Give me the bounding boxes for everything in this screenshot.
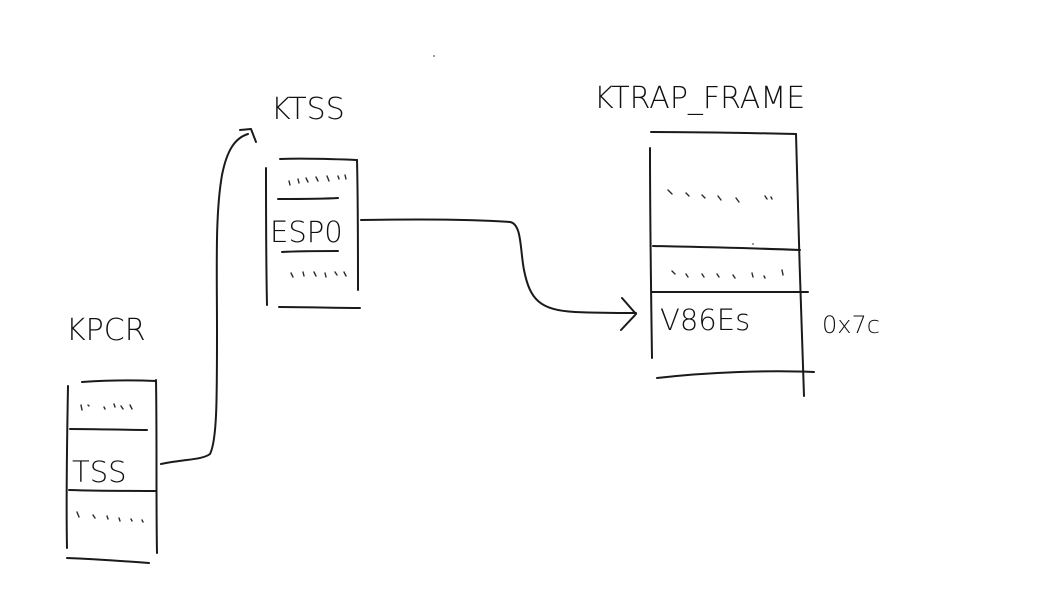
ktss-divider-bottom xyxy=(281,250,339,253)
ktrap-frame-divider-1 xyxy=(652,245,801,251)
ktss-field-esp0: ESP0 xyxy=(270,215,343,249)
connector-ktss-esp0-to-ktrap-frame xyxy=(360,218,637,331)
kpcr-divider-bottom xyxy=(68,489,157,492)
ktss-structure: KTSS ESP0 xyxy=(265,92,361,309)
connector-line-kpcr-to-ktss xyxy=(160,133,249,465)
kpcr-field-tss: TSS xyxy=(72,455,127,489)
ktrap-frame-box-top-edge xyxy=(650,131,797,135)
ktss-filler-marks-top xyxy=(288,174,347,186)
ktss-box-right-edge xyxy=(356,159,359,291)
ktrap-frame-structure: KTRAP_FRAME V86Es 0x7c xyxy=(594,81,880,397)
ktrap-frame-filler-marks-middle xyxy=(671,269,784,279)
ktrap-frame-box-left-edge xyxy=(649,147,653,359)
kpcr-structure: KPCR TSS xyxy=(65,313,158,564)
connector-line-ktss-to-ktrap-frame xyxy=(360,218,637,314)
kpcr-filler-marks-top xyxy=(80,403,133,411)
arrowhead-ktss xyxy=(239,128,257,143)
ktrap-frame-field-v86es: V86Es xyxy=(660,303,750,337)
ktrap-frame-stray-dot xyxy=(752,243,754,245)
ktrap-frame-offset-note: 0x7c xyxy=(822,311,880,339)
arrowhead-ktrap-frame xyxy=(620,297,637,331)
kpcr-filler-marks-bottom xyxy=(76,511,144,523)
connector-kpcr-tss-to-ktss xyxy=(160,128,257,465)
ktss-filler-marks-bottom xyxy=(290,271,347,278)
ktrap-frame-box-bottom-edge xyxy=(656,370,815,379)
ktss-divider-top xyxy=(277,197,339,200)
ktrap-frame-title: KTRAP_FRAME xyxy=(594,81,805,116)
ktrap-frame-filler-marks-top xyxy=(667,189,773,203)
ktss-title: KTSS xyxy=(271,92,345,127)
kpcr-box-left-edge xyxy=(65,385,69,549)
kpcr-box-bottom-edge xyxy=(66,557,150,564)
kpcr-box-top-edge xyxy=(81,379,157,383)
ktss-box-left-edge xyxy=(265,167,268,306)
kpcr-divider-top xyxy=(69,428,148,431)
stray-dot xyxy=(433,55,435,57)
kpcr-title: KPCR xyxy=(66,313,146,348)
ktss-box-bottom-edge xyxy=(278,306,361,309)
kpcr-box-right-edge xyxy=(155,379,158,554)
ktrap-frame-box-right-edge xyxy=(795,133,805,397)
ktss-box-top-edge xyxy=(279,157,358,161)
